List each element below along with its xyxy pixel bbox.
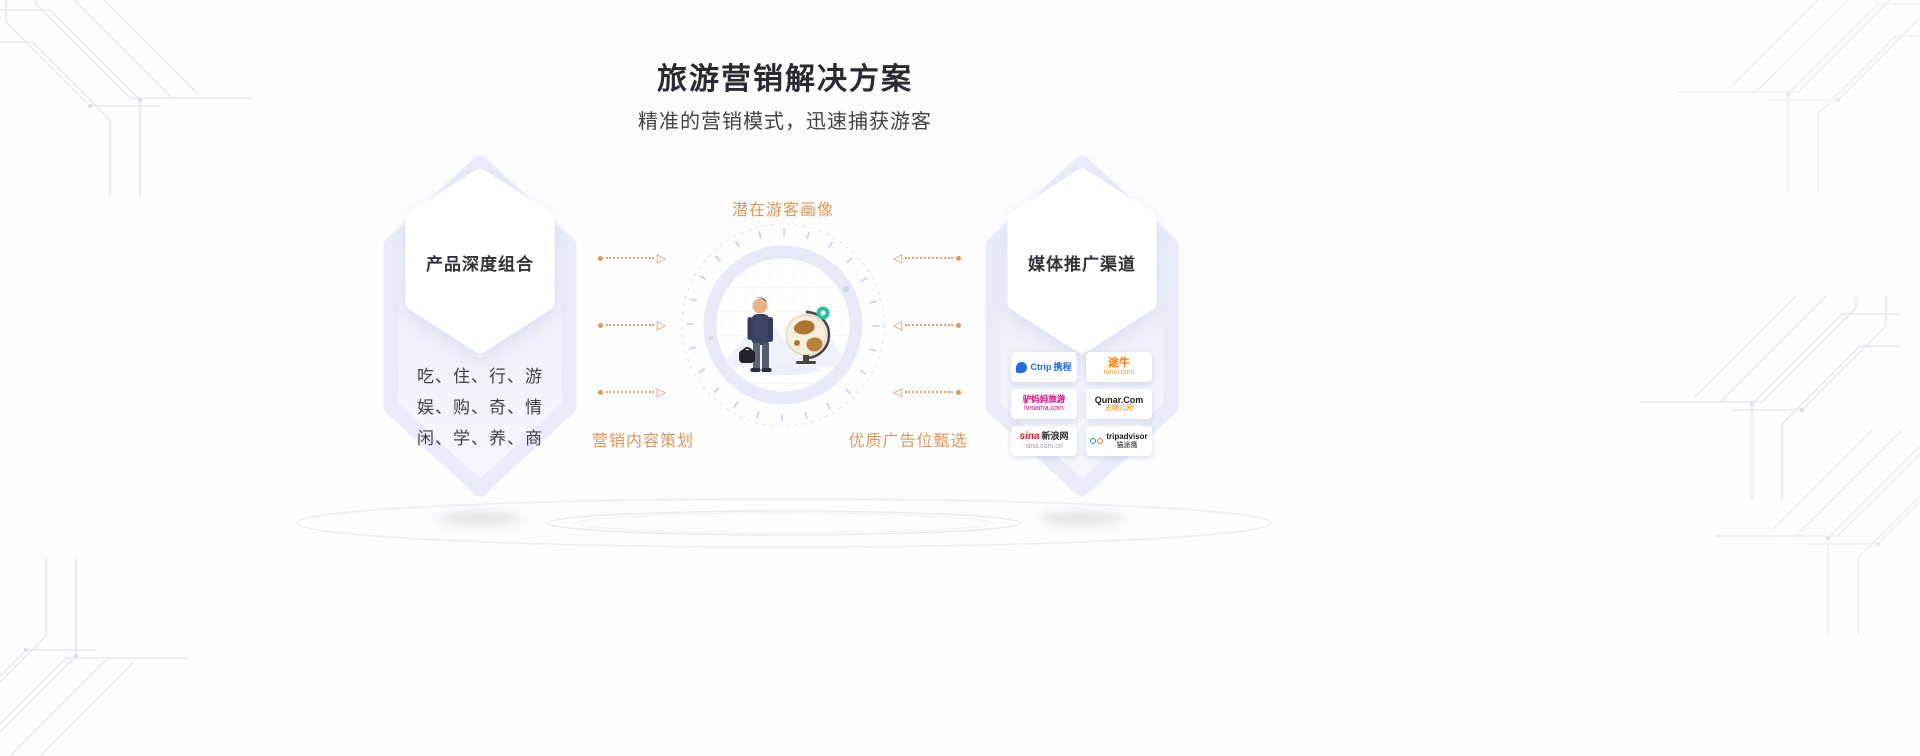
connector-dot [956,255,961,261]
right-card: 媒体推广渠道 Ctrip 携程 途牛 tuni [985,155,1179,497]
hexagon-card-white [1007,168,1157,354]
dotted-line [905,324,953,326]
left-card-line: 娱、购、奇、情 [417,398,543,417]
circuit-pattern-top-left [0,0,253,198]
tick-ring [686,228,880,422]
dotted-line [606,257,654,259]
logo-chip-ctrip[interactable]: Ctrip 携程 [1011,352,1077,382]
circuit-pattern-right-lower [1715,430,1920,636]
dotted-line [905,257,953,259]
logo-chip-sina[interactable]: sina 新浪网 sina.com.cn [1011,426,1077,456]
page-subtitle: 精准的营销模式，迅速捕获游客 [638,111,932,133]
connector-right-3: ◁ [893,385,961,399]
left-card: 产品深度组合 吃、住、行、游 娱、购、奇、情 闲、学、养、商 [383,155,577,497]
arrow-left-icon: ◁ [893,318,903,332]
dotted-line [905,391,953,393]
connector-dot [956,389,961,395]
arrow-right-icon: ▷ [656,251,666,265]
arrow-left-icon: ◁ [893,251,903,265]
ring-dot [843,286,849,292]
center-illustration [681,223,885,427]
connector-dot [598,322,603,328]
circuit-pattern-bottom-left [0,558,189,756]
arrow-right-icon: ▷ [656,385,666,399]
bottom-left-flow-label: 营销内容策划 [591,433,694,450]
page-title: 旅游营销解决方案 [657,63,913,96]
connector-dot [598,389,603,395]
ring-dot [708,335,714,341]
hexagon-card-white [405,168,555,354]
left-card-shadow [437,512,523,525]
connector-right-2: ◁ [893,318,961,332]
connector-dot [598,255,603,261]
connector-left-2: ▷ [598,318,666,332]
arrow-left-icon: ◁ [893,385,903,399]
connector-left-1: ▷ [598,251,666,265]
top-flow-label: 潜在游客画像 [731,202,834,219]
ctrip-dolphin-icon [1016,361,1028,373]
ground-ellipses [296,498,1272,548]
right-card-title: 媒体推广渠道 [1028,255,1136,274]
bottom-right-flow-label: 优质广告位甄选 [848,433,968,450]
dotted-line [606,324,654,326]
connector-dot [956,322,961,328]
globe-icon [785,310,831,364]
left-card-lines: 吃、住、行、游 娱、购、奇、情 闲、学、养、商 [383,361,577,454]
logo-chip-lvmama[interactable]: 驴妈妈旅游 lvmama.com [1011,389,1077,419]
media-logo-grid: Ctrip 携程 途牛 tuniu.com [1011,352,1152,456]
logo-chip-qunar[interactable]: Qunar.Com 去哪儿网 [1086,389,1152,419]
dashed-ring [681,223,885,427]
connector-left-3: ▷ [598,385,666,399]
logo-chip-tripadvisor[interactable]: tripadvisor 猫途鹰 [1086,426,1152,456]
dotted-line [606,391,654,393]
logo-chip-tuniu[interactable]: 途牛 tuniu.com [1086,352,1152,382]
travel-bag-icon [739,350,755,363]
left-card-line: 吃、住、行、游 [417,367,543,386]
left-card-title: 产品深度组合 [426,255,534,274]
circuit-pattern-right [1639,296,1900,502]
arrow-right-icon: ▷ [656,318,666,332]
connector-right-1: ◁ [893,251,961,265]
inner-scene [717,259,849,391]
circuit-pattern-top-right [1675,0,1920,192]
tripadvisor-owl-icon [1090,438,1104,444]
left-card-line: 闲、学、养、商 [417,429,543,448]
traveler-illustration [739,297,773,372]
right-card-shadow [1039,512,1125,525]
